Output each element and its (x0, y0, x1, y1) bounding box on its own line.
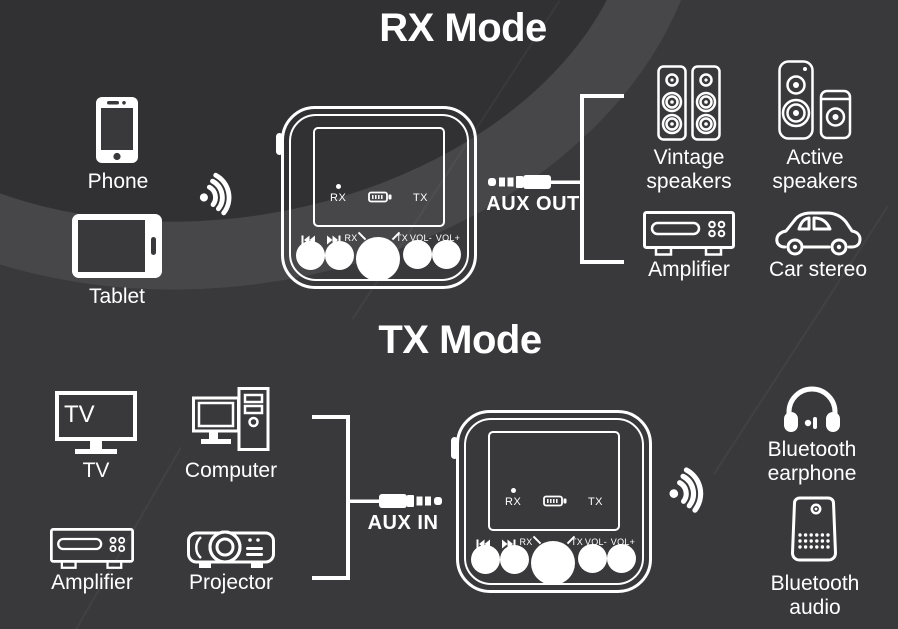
bluetooth-earphone-icon (784, 386, 840, 432)
rx-indicator: RX (330, 184, 346, 204)
vintage-speakers-icon (657, 65, 721, 141)
cable-line (580, 94, 584, 264)
aux-out-label: AUX OUT (486, 193, 580, 215)
device-side-button (276, 133, 283, 155)
volume-down-button (403, 240, 432, 269)
screen-indicator-row: RX TX (490, 488, 618, 508)
prev-button (471, 545, 500, 574)
device-body (456, 410, 652, 593)
amplifier-icon (643, 211, 735, 256)
next-button (500, 545, 529, 574)
device-screen: RX TX (488, 431, 620, 531)
volume-up-button (432, 240, 461, 269)
cable-line (312, 576, 350, 580)
battery-icon (367, 191, 392, 203)
wireless-signal-icon (669, 467, 704, 513)
multifunction-button (531, 541, 575, 585)
status-led (510, 488, 516, 493)
projector-label: Projector (188, 571, 274, 594)
screen-indicator-row: RX TX (315, 184, 443, 204)
next-button (325, 241, 354, 270)
button-tx-label: TX (570, 537, 584, 547)
rx-indicator: RX (505, 488, 521, 508)
active-speakers-icon (778, 60, 852, 140)
multifunction-button (356, 237, 400, 281)
tablet-icon (72, 214, 162, 278)
aux-jack-plug-icon (488, 175, 582, 189)
bluetooth-audio-speaker-icon (790, 496, 838, 562)
car-stereo-label: Car stereo (768, 258, 868, 281)
tv-label: TV (82, 459, 110, 482)
tx-mode-title: TX Mode (378, 318, 542, 362)
vol-plus-label: VOL+ (435, 233, 461, 243)
cable-line (580, 94, 624, 98)
computer-icon (192, 387, 270, 451)
bluetooth-earphone-label: Bluetooth earphone (767, 438, 857, 486)
amplifier-icon (50, 528, 134, 569)
projector-icon (187, 530, 275, 568)
aux-jack-plug-icon (348, 494, 442, 508)
phone-icon (96, 97, 138, 163)
cable-line (580, 260, 624, 264)
button-rx-label: RX (344, 233, 358, 243)
computer-label: Computer (184, 459, 278, 482)
screen-tx-label: TX (587, 496, 603, 508)
active-speakers-label: Active speakers (772, 146, 858, 194)
volume-up-button (607, 544, 636, 573)
vol-minus-label: VOL- (584, 537, 608, 547)
volume-down-button (578, 544, 607, 573)
button-tx-label: TX (395, 233, 409, 243)
wireless-signal-icon (199, 172, 232, 216)
vol-minus-label: VOL- (409, 233, 433, 243)
bluetooth-audio-label: Bluetooth audio (770, 572, 860, 620)
tv-icon-text: TV (64, 401, 95, 428)
aux-in-label: AUX IN (367, 512, 439, 534)
bt-transmitter-receiver-device-tx: RX TX RX (451, 410, 652, 593)
cable-line (312, 415, 350, 419)
amplifier-tx-label: Amplifier (51, 571, 133, 594)
device-body (281, 106, 477, 289)
battery-icon (542, 495, 567, 507)
screen-rx-label: RX (505, 496, 522, 508)
prev-button (296, 241, 325, 270)
bt-transmitter-receiver-device-rx: RX TX RX (276, 106, 477, 289)
tv-icon: TV (55, 391, 137, 454)
screen-tx-label: TX (412, 192, 428, 204)
rx-mode-title: RX Mode (379, 6, 547, 50)
screen-rx-label: RX (330, 192, 347, 204)
status-led (335, 184, 341, 189)
vol-plus-label: VOL+ (610, 537, 636, 547)
button-rx-label: RX (519, 537, 533, 547)
tablet-label: Tablet (88, 285, 146, 308)
phone-label: Phone (87, 170, 149, 193)
device-side-button (451, 437, 458, 459)
cable-line (346, 415, 350, 580)
car-stereo-icon (775, 211, 862, 256)
vintage-speakers-label: Vintage speakers (646, 146, 732, 194)
amplifier-label: Amplifier (648, 258, 730, 281)
device-screen: RX TX (313, 127, 445, 227)
